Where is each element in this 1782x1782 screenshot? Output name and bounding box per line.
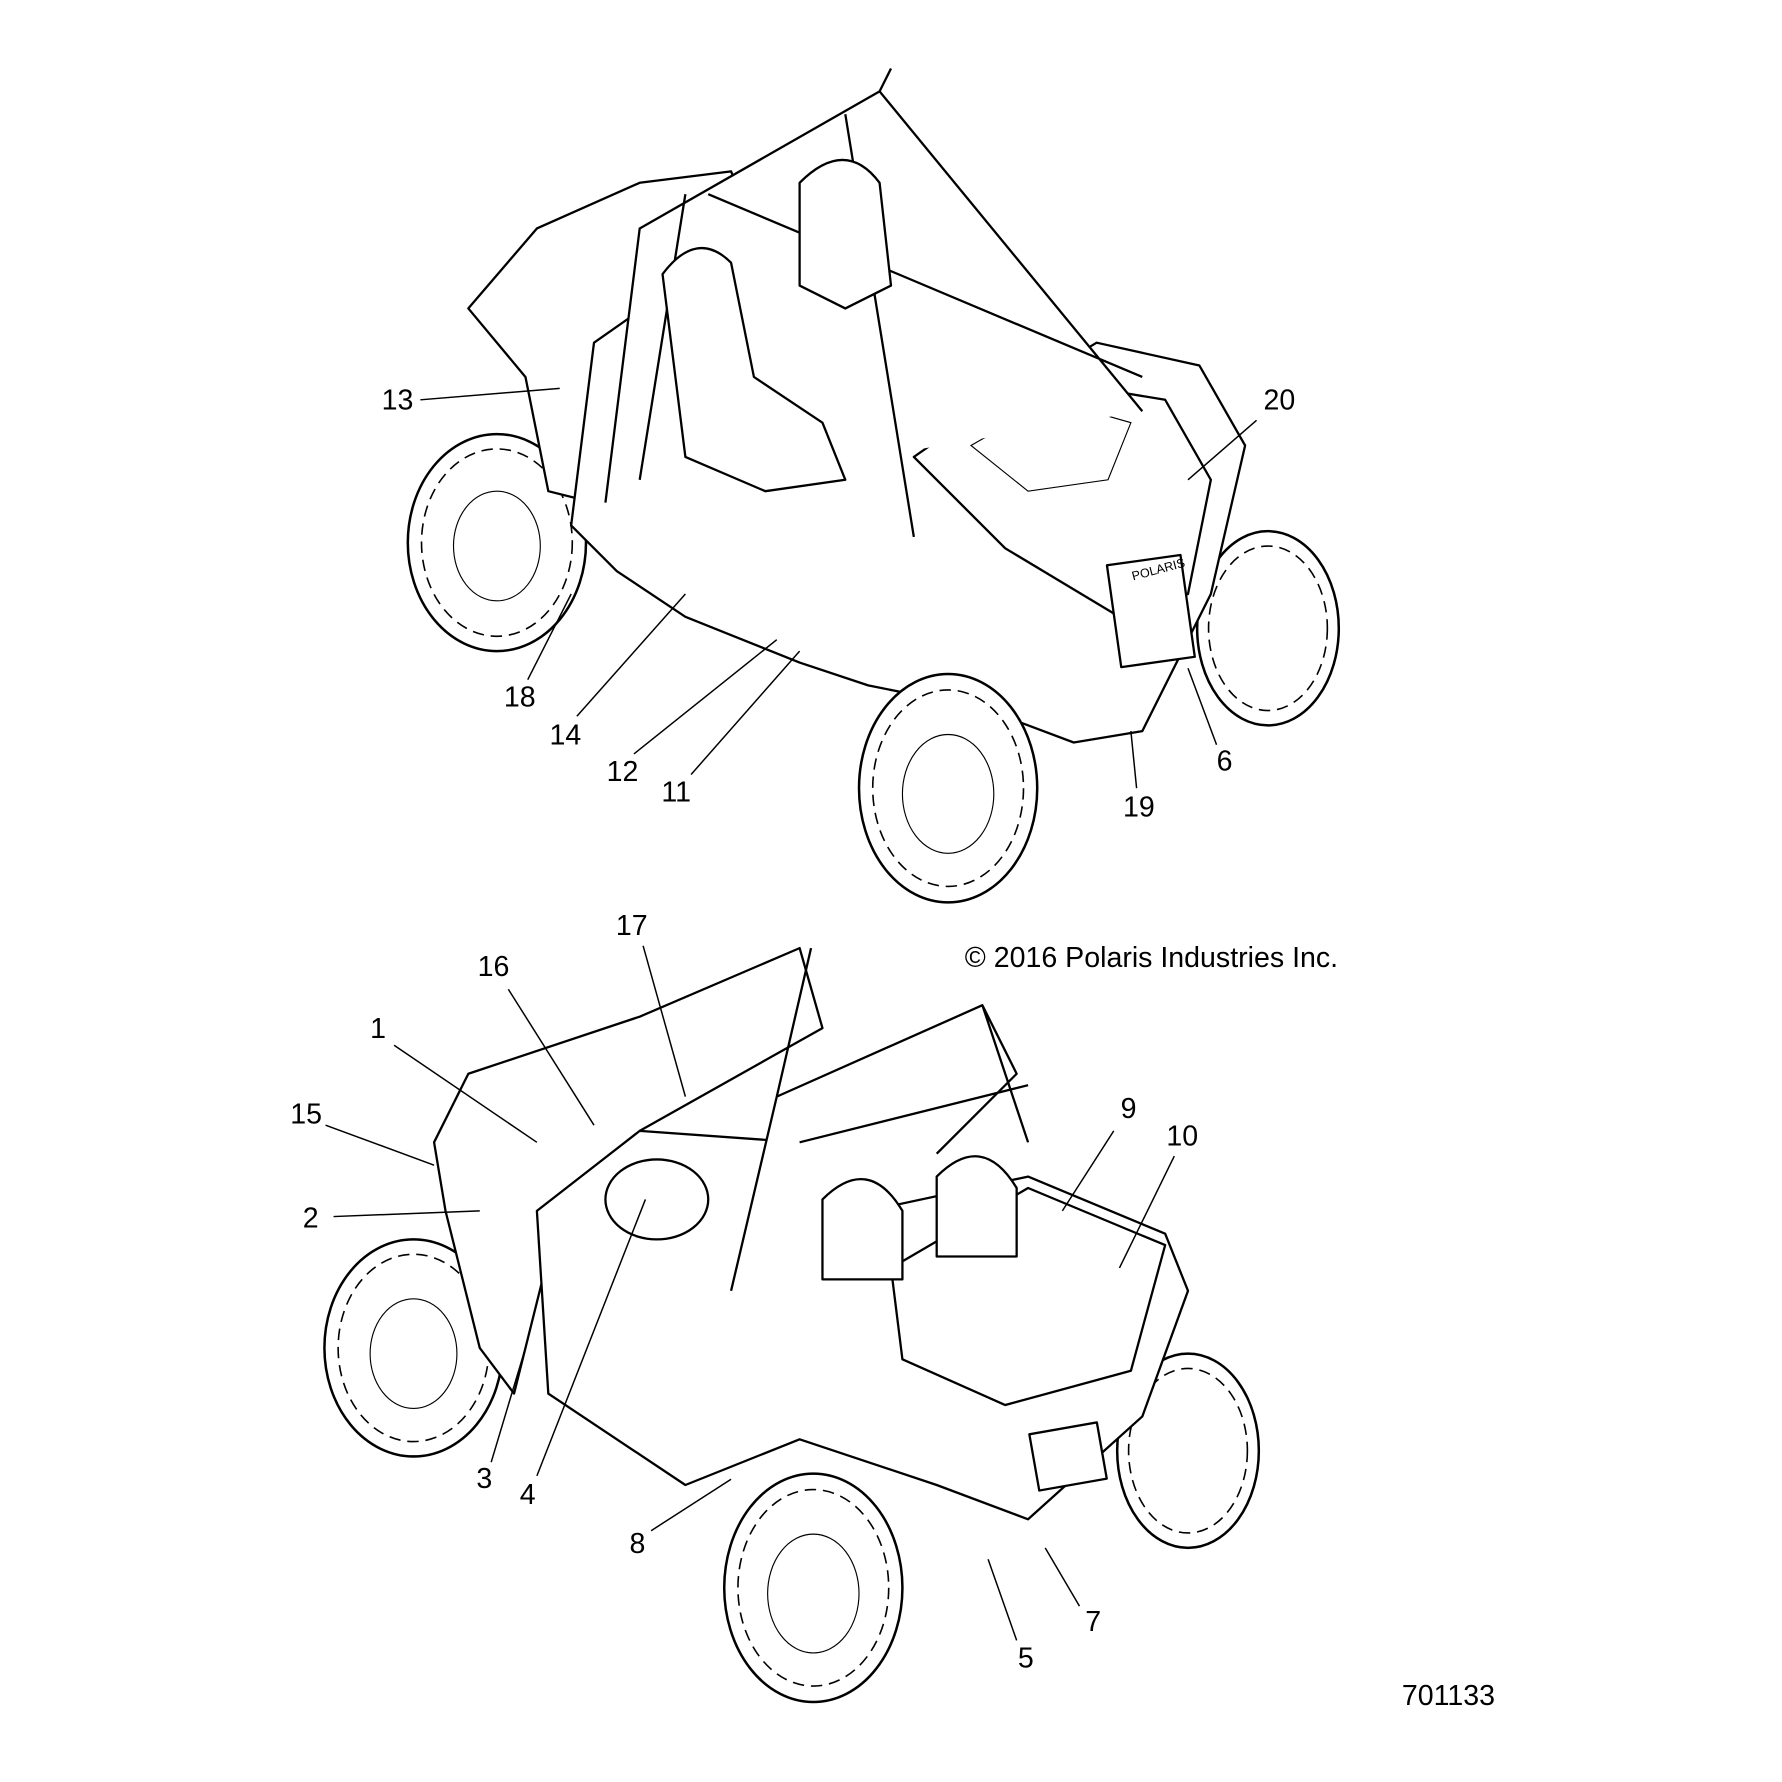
callout-18: 18	[504, 682, 536, 714]
callout-6: 6	[1217, 746, 1233, 778]
vehicle-rear-view	[323, 946, 1261, 1704]
callout-10: 10	[1166, 1120, 1198, 1152]
rear-left-wheel-b	[722, 1472, 904, 1704]
copyright-notice: © 2016 Polaris Industries Inc.	[965, 942, 1338, 974]
callout-8: 8	[629, 1528, 645, 1560]
callout-14: 14	[550, 719, 582, 751]
rear-right-wheel-b	[1115, 1352, 1261, 1550]
seats-b	[821, 1155, 1018, 1281]
callout-12: 12	[607, 756, 639, 788]
front-right-wheel	[1195, 529, 1341, 727]
callout-labels: 13 20 18 14 12 11 19 6 17 16 1 15 2 3 4 …	[290, 385, 1295, 1675]
callout-4: 4	[520, 1479, 536, 1511]
callout-7: 7	[1085, 1606, 1101, 1638]
rear-left-wheel	[406, 432, 588, 653]
callout-17: 17	[616, 910, 648, 942]
callout-20: 20	[1264, 385, 1296, 417]
callout-11: 11	[661, 776, 691, 808]
vehicle-front-view: POLARIS	[406, 68, 1341, 904]
leader-lines	[325, 387, 1258, 1641]
callout-13: 13	[382, 385, 414, 417]
callout-16: 16	[478, 951, 510, 983]
callout-19: 19	[1123, 791, 1155, 823]
seat-right	[798, 158, 893, 310]
callout-3: 3	[476, 1463, 492, 1495]
grille	[1105, 553, 1196, 669]
steering-wheel	[604, 1158, 710, 1241]
callout-5: 5	[1018, 1642, 1034, 1674]
callout-1: 1	[370, 1013, 386, 1045]
rear-grille	[1028, 1421, 1108, 1492]
drawing-number: 701133	[1402, 1680, 1495, 1712]
seat-left	[661, 246, 847, 493]
callout-9: 9	[1121, 1093, 1137, 1125]
front-left-wheel	[857, 672, 1039, 904]
roll-cage-b	[729, 947, 1030, 1292]
callout-15: 15	[290, 1099, 322, 1131]
callout-2: 2	[303, 1203, 319, 1235]
